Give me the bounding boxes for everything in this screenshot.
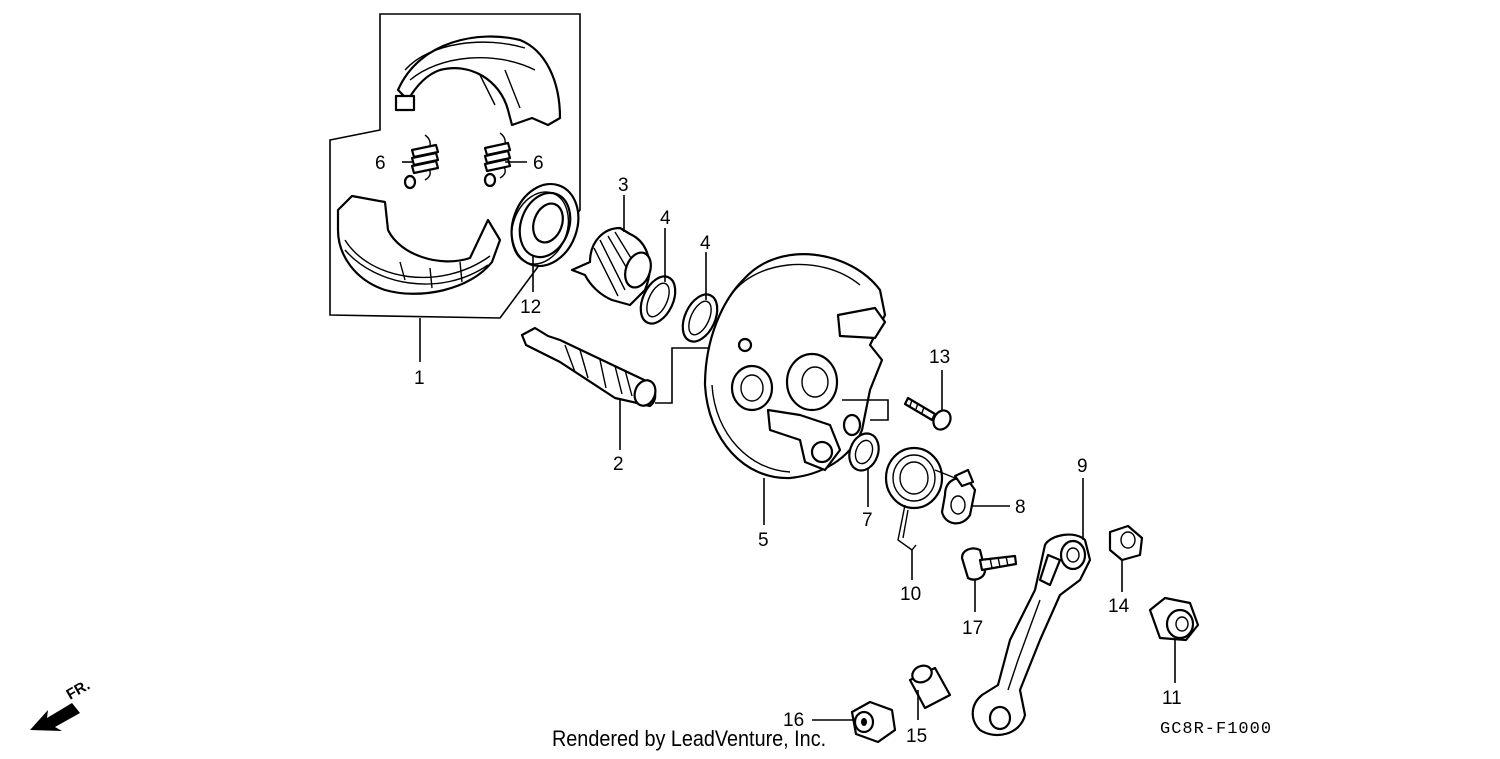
callout-15: 15 <box>906 726 927 747</box>
callout-2: 2 <box>613 454 624 475</box>
brake-spring-left <box>403 134 440 190</box>
callout-9: 9 <box>1077 456 1088 477</box>
callout-4a: 4 <box>660 208 671 229</box>
callout-1: 1 <box>414 368 425 389</box>
nut-14 <box>1108 524 1144 562</box>
callout-16: 16 <box>783 710 804 731</box>
callout-3: 3 <box>618 175 629 196</box>
washer-b <box>681 293 719 343</box>
callout-17: 17 <box>962 618 983 639</box>
brake-shoe-upper <box>394 35 562 127</box>
brake-shoe-group-frame <box>329 13 581 319</box>
callout-14: 14 <box>1108 596 1130 617</box>
diagram-code: GC8R-F1000 <box>1160 720 1273 739</box>
brake-shoe-lower <box>336 194 502 295</box>
front-direction-label: FR. <box>64 677 93 704</box>
callout-7: 7 <box>862 510 873 531</box>
brake-spring-right <box>483 132 512 188</box>
brake-cam-shaft <box>520 326 657 408</box>
brake-panel <box>703 253 887 480</box>
wear-indicator <box>940 468 977 525</box>
callout-11: 11 <box>1162 688 1182 709</box>
callout-6b: 6 <box>533 153 544 174</box>
bolt-13 <box>903 396 952 431</box>
render-credit: Rendered by LeadVenture, Inc. <box>552 726 827 751</box>
callout-8: 8 <box>1015 497 1026 518</box>
callout-12: 12 <box>520 297 541 318</box>
brake-arm <box>971 533 1092 737</box>
speedometer-gear <box>570 226 652 307</box>
callout-5: 5 <box>758 530 769 551</box>
front-direction-arrow-icon: FR. <box>30 677 93 731</box>
callout-13: 13 <box>929 347 950 368</box>
bolt-17 <box>960 547 1018 581</box>
callout-4b: 4 <box>700 233 711 254</box>
oil-seal <box>510 182 580 268</box>
nut-11 <box>1148 596 1200 642</box>
pin-15 <box>908 664 952 710</box>
washer-a <box>639 275 677 325</box>
callout-6a: 6 <box>375 153 386 174</box>
return-spring <box>884 446 956 551</box>
callout-10: 10 <box>900 584 921 605</box>
nut-16 <box>850 700 897 744</box>
